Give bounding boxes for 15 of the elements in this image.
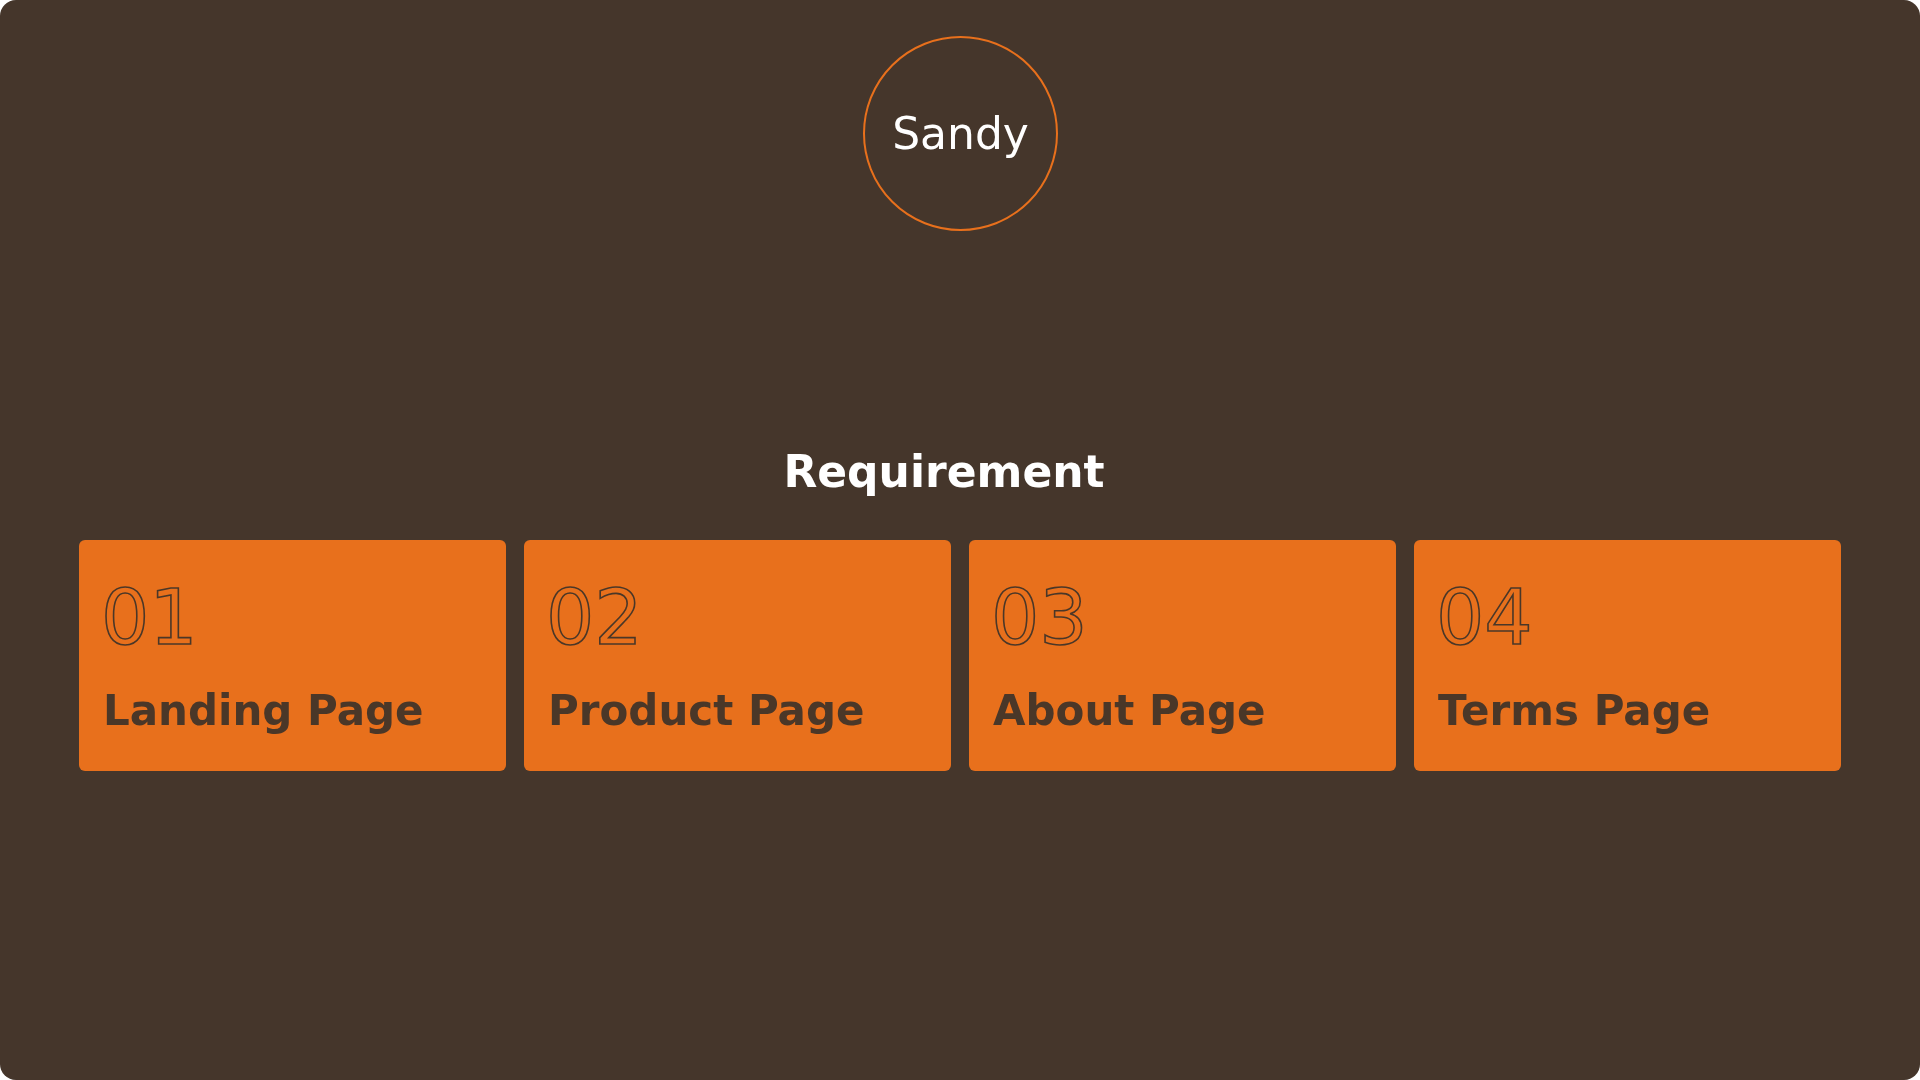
requirement-card	[79, 540, 506, 771]
card-title: Terms Page	[1438, 688, 1711, 735]
outlined-number: 01	[101, 580, 198, 656]
card-title: Landing Page	[103, 688, 424, 735]
requirement-card	[1414, 540, 1841, 771]
requirement-card	[969, 540, 1396, 771]
outlined-number: 02	[546, 580, 643, 656]
card-title: About Page	[993, 688, 1266, 735]
outlined-number: 04	[1436, 580, 1533, 656]
section-heading: Requirement	[783, 446, 1105, 497]
circle-node	[863, 36, 1058, 231]
card-title: Product Page	[548, 688, 865, 735]
outlined-number: 03	[991, 580, 1088, 656]
requirement-card	[524, 540, 951, 771]
name-text: Sandy	[892, 108, 1029, 159]
